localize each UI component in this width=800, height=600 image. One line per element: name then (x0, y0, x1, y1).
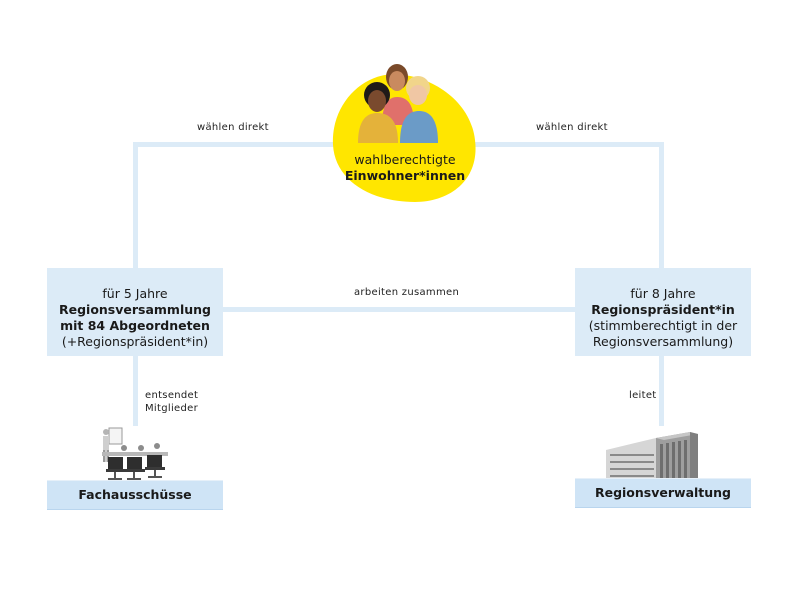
right-vote-label: wählen direkt (536, 122, 608, 133)
assembly-title-line1: Regionsversammlung (58, 302, 211, 317)
connector-top-left-horizontal (133, 142, 343, 147)
send-label-line2: Mitglieder (145, 403, 198, 414)
administration-bar: Regionsverwaltung (575, 478, 751, 508)
left-vote-label: wählen direkt (197, 122, 269, 133)
person-icon (358, 82, 398, 143)
assembly-box: für 5 Jahre Regionsversammlung mit 84 Ab… (47, 268, 223, 356)
connector-top-right-horizontal (470, 142, 663, 147)
connector-left-down (133, 356, 138, 426)
send-label-line1: entsendet (145, 390, 199, 401)
president-term: für 8 Jahre (630, 286, 696, 301)
committees-bar: Fachausschüsse (47, 480, 223, 510)
cooperate-label: arbeiten zusammen (354, 287, 460, 298)
building-icon (598, 432, 708, 482)
voters-label: wahlberechtigte Einwohner*innen (330, 152, 480, 184)
connector-middle-horizontal (223, 307, 575, 312)
president-note-line2: Regionsversammlung) (592, 334, 734, 349)
president-box: für 8 Jahre Regionspräsident*in (stimmbe… (575, 268, 751, 356)
voters-illustration (332, 64, 476, 202)
voters-line2: Einwohner*innen (344, 168, 466, 183)
person-icon (400, 76, 438, 143)
voters-line1: wahlberechtigte (354, 152, 456, 167)
connector-right-down (659, 356, 664, 426)
assembly-note: (+Regionspräsident*in) (61, 334, 209, 349)
assembly-title-line2: mit 84 Abgeordneten (60, 318, 210, 333)
assembly-term: für 5 Jahre (102, 286, 168, 301)
president-title: Regionspräsident*in (591, 302, 735, 317)
president-note-line1: (stimmberechtigt in der (588, 318, 738, 333)
leads-label: leitet (629, 390, 657, 401)
meeting-icon (102, 427, 168, 480)
connector-left-vertical (133, 142, 138, 272)
connector-right-vertical (659, 142, 664, 272)
